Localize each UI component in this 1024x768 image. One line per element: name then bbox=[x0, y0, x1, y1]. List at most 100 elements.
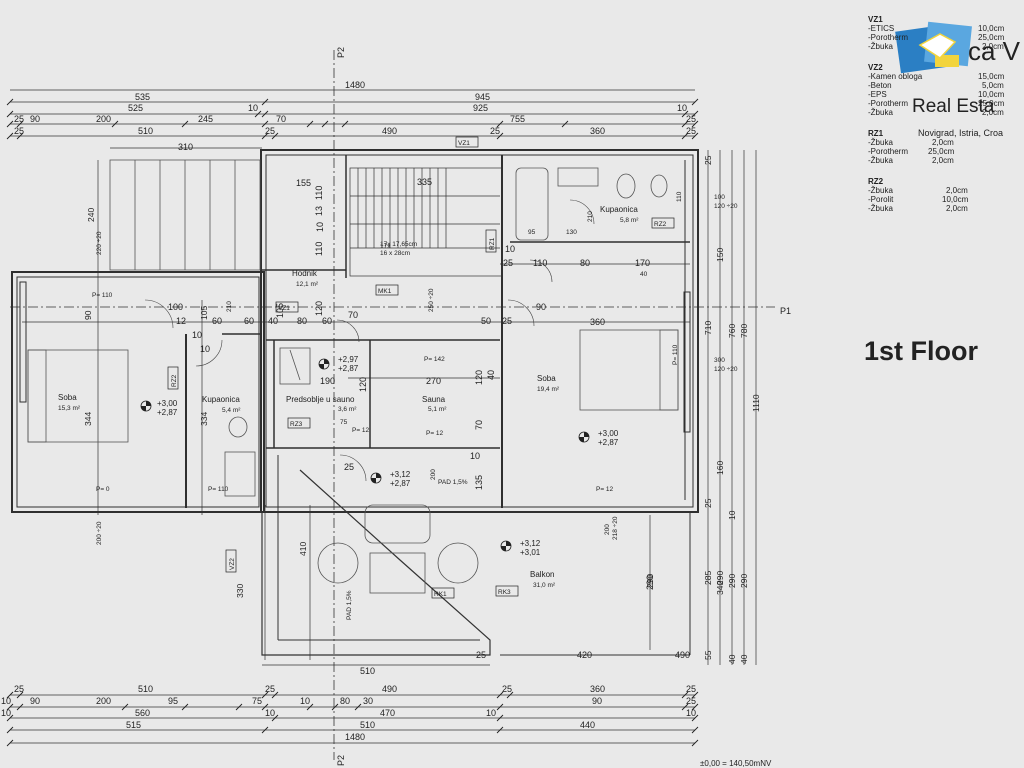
level-5a: +3,12 bbox=[520, 539, 541, 548]
dim-right-19: 340 bbox=[715, 581, 725, 595]
floor-title: 1st Floor bbox=[864, 336, 979, 366]
legend-vz2-1v: 15,0cm bbox=[978, 72, 1005, 81]
dim-bottom-r3-5: 10 bbox=[486, 708, 496, 718]
level-markers: +3,00 +2,87 +2,97 +2,87 +3,12 +2,87 +3,0… bbox=[140, 355, 619, 557]
label-42: 25 bbox=[344, 462, 354, 472]
dim-bottom-total: 1480 bbox=[345, 732, 365, 742]
parapet-7: P= 110 bbox=[672, 344, 679, 365]
legend-rz2-2v: 10,0cm bbox=[942, 195, 969, 204]
label-22: 40 bbox=[268, 316, 278, 326]
tag-rk1: RK1 bbox=[434, 591, 447, 598]
label-49: 25 bbox=[476, 650, 486, 660]
dim-right-8: 160 bbox=[715, 461, 725, 475]
dim-bottom-r1-2: 510 bbox=[138, 684, 153, 694]
stair-note-1: 17x 17,65cm bbox=[380, 241, 417, 248]
label-20: 210 bbox=[226, 301, 233, 312]
label-5: 335 bbox=[417, 177, 432, 187]
label-9: 110 bbox=[533, 258, 547, 268]
dim-right-15: 780 bbox=[739, 324, 749, 338]
level-5b: +3,01 bbox=[520, 548, 541, 557]
level-4b: +2,87 bbox=[598, 438, 619, 447]
legend-vz1-2: -Porotherm bbox=[868, 33, 908, 42]
dim-left-4: 90 bbox=[83, 310, 93, 320]
level-2b: +2,87 bbox=[338, 364, 359, 373]
parapet-1: P= 110 bbox=[92, 292, 113, 299]
legend-rz1-1v: 2,0cm bbox=[932, 138, 954, 147]
label-11: 170 bbox=[635, 258, 650, 268]
legend-rz1-2v: 25,0cm bbox=[928, 147, 955, 156]
dim-right-23: 40 bbox=[727, 654, 737, 664]
dim-bottom-r3-2: 560 bbox=[135, 708, 150, 718]
dim-top-r4-2: 510 bbox=[138, 126, 153, 136]
dim-top-r3-8: 490 bbox=[382, 126, 397, 136]
parapet-8: P= 12 bbox=[352, 427, 370, 434]
legend-rz2-1: -Žbuka bbox=[868, 186, 893, 195]
dim-left-5: 344 bbox=[83, 412, 93, 426]
dim-bottom-r2-1: 10 bbox=[1, 696, 11, 706]
room-kupaonica-right-area: 5,8 m² bbox=[620, 217, 639, 224]
dim-left-3: 105 bbox=[199, 306, 209, 320]
dim-top-r3-3: 200 bbox=[96, 114, 111, 124]
dim-right-7: 120 ÷20 bbox=[714, 366, 738, 373]
dim-bottom-r4-2: 510 bbox=[360, 720, 375, 730]
level-1a: +3,00 bbox=[157, 399, 178, 408]
slope-note-left: PAD 1,5% bbox=[346, 590, 353, 620]
stair-note-2: 16 x 28cm bbox=[380, 250, 410, 257]
label-24: 250 ÷20 bbox=[428, 288, 435, 312]
dim-top-r3-4: 245 bbox=[198, 114, 213, 124]
dim-bottom-r2-3: 200 bbox=[96, 696, 111, 706]
legend-vz1-1: -ETICS bbox=[868, 24, 894, 33]
dim-bottom-r1-5: 25 bbox=[502, 684, 512, 694]
tag-mk1: MK1 bbox=[378, 288, 392, 295]
dim-right-6: 300 bbox=[714, 357, 725, 364]
label-26: 10 bbox=[200, 344, 210, 354]
parapet-5: P= 12 bbox=[426, 430, 444, 437]
dim-top-r2-4: 10 bbox=[677, 103, 687, 113]
dim-bottom-r2-2: 90 bbox=[30, 696, 40, 706]
dim-bottom-r3-1: 10 bbox=[1, 708, 11, 718]
dim-bottom-r2-4: 95 bbox=[168, 696, 178, 706]
legend-vz1-1v: 10,0cm bbox=[978, 24, 1005, 33]
left-dimensions: 240 220 ÷20 105 90 344 334 200 ÷20 410 3… bbox=[83, 208, 308, 598]
label-41: 120 bbox=[358, 377, 368, 392]
dim-top-r3-10: 25 bbox=[686, 114, 696, 124]
label-34: 25 bbox=[502, 316, 512, 326]
dim-top-r3-2: 90 bbox=[30, 114, 40, 124]
room-hodnik-name: Hodnik bbox=[292, 269, 318, 278]
dim-right-13: 218 ÷20 bbox=[612, 516, 619, 540]
dim-bottom-r3-3: 10 bbox=[265, 708, 275, 718]
dim-right-11: 290 bbox=[715, 571, 725, 585]
label-40: 75 bbox=[340, 419, 348, 426]
level-1b: +2,87 bbox=[157, 408, 178, 417]
label-46: 290 bbox=[645, 575, 655, 590]
label-33: 60 bbox=[212, 316, 222, 326]
label-23: 80 bbox=[297, 316, 307, 326]
label-16: 40 bbox=[640, 271, 648, 278]
label-27: 120 bbox=[474, 370, 484, 385]
dim-bottom-r1-3: 25 bbox=[265, 684, 275, 694]
dim-top-r4-5: 25 bbox=[686, 126, 696, 136]
label-50: 490 bbox=[675, 650, 690, 660]
room-predsoblje-name: Predsoblje u sauno bbox=[286, 395, 355, 404]
label-18: 12 bbox=[176, 316, 186, 326]
brand-logo-graphic bbox=[895, 21, 972, 74]
dimension-lines bbox=[10, 89, 757, 744]
dim-left-2: 220 ÷20 bbox=[96, 231, 103, 255]
dim-bottom-r2-5: 75 bbox=[252, 696, 262, 706]
label-45: 135 bbox=[474, 475, 484, 490]
legend-vz2-4v: 25,0cm bbox=[978, 99, 1005, 108]
dim-right-5: 710 bbox=[703, 321, 713, 335]
label-44: 200 bbox=[430, 469, 437, 480]
label-1: 310 bbox=[178, 142, 193, 152]
tag-rk3: RK3 bbox=[498, 589, 511, 596]
legend-vz2-5v: 2,0cm bbox=[982, 108, 1004, 117]
tag-vz2: VZ2 bbox=[229, 558, 236, 570]
dim-left-8: 410 bbox=[298, 542, 308, 556]
dim-right-2: 100 bbox=[714, 194, 725, 201]
label-35: 120 bbox=[314, 301, 324, 316]
parapet-2: P= 0 bbox=[96, 486, 110, 493]
dim-top-r4-4: 25 bbox=[490, 126, 500, 136]
dimension-ticks bbox=[6, 98, 699, 747]
level-3a: +3,12 bbox=[390, 470, 411, 479]
